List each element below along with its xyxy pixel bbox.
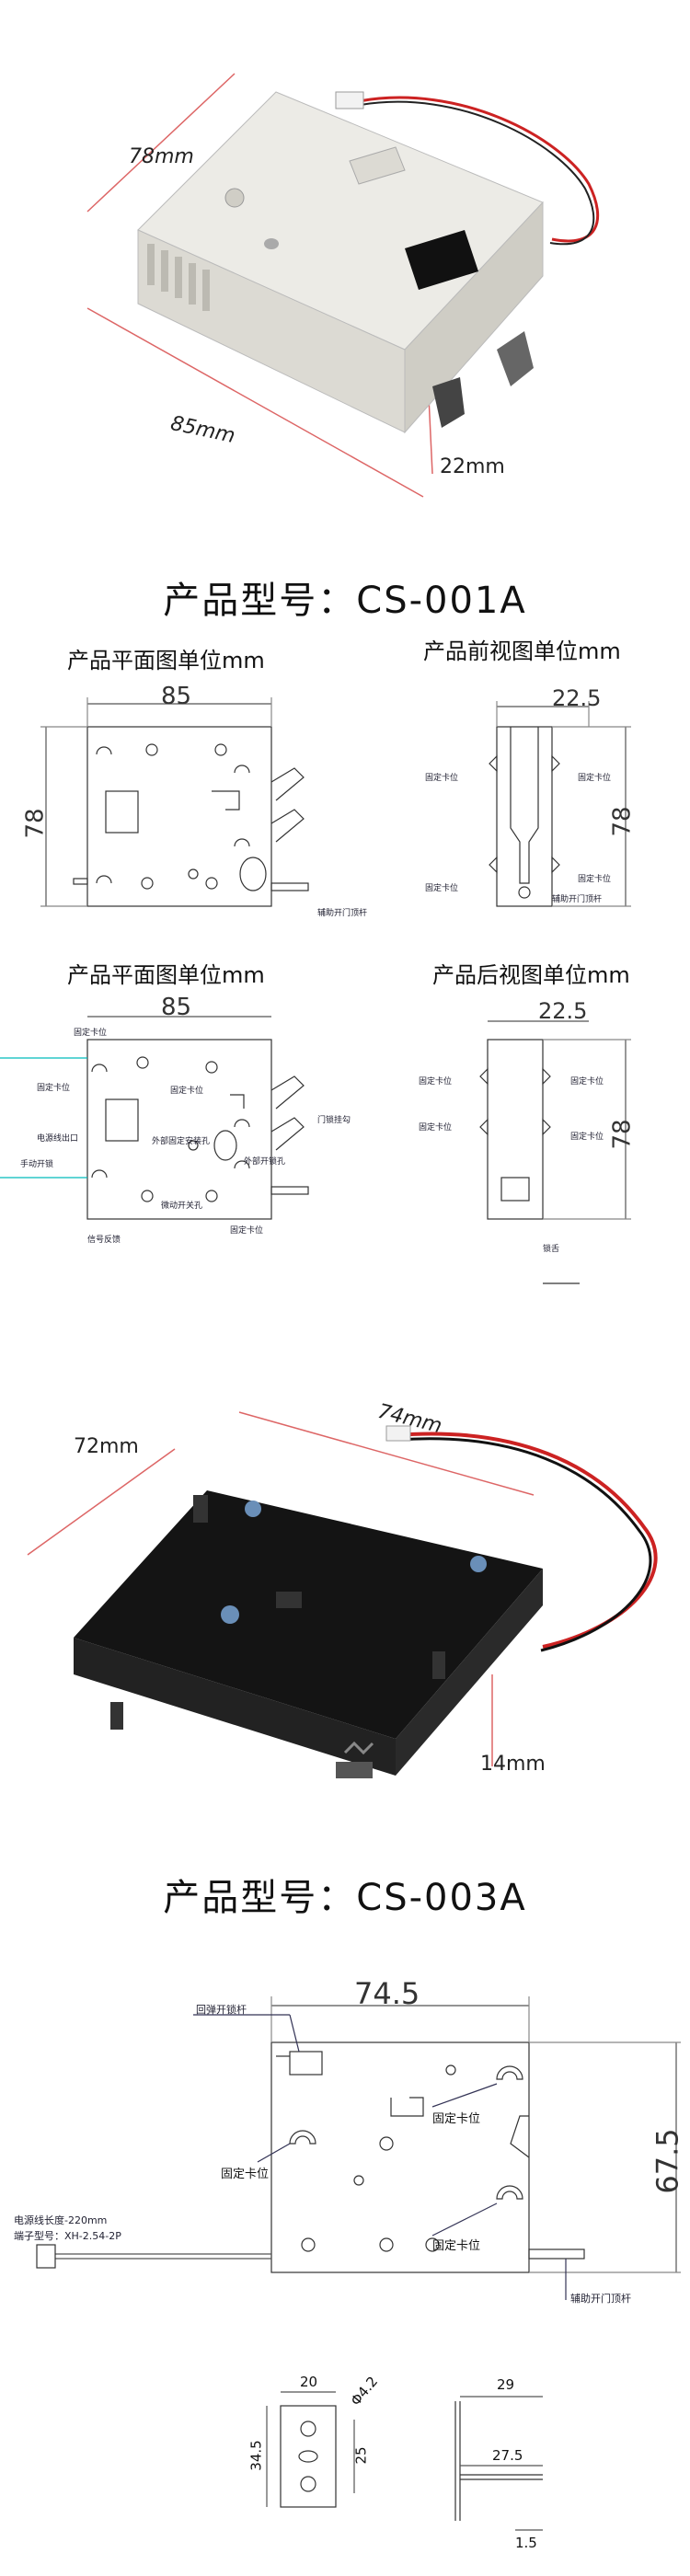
plan-view-title: 产品平面图单位mm [67,648,265,673]
bracket-dim-height2: 25 [352,2446,370,2465]
model1-title: 产品型号：CS-001A [163,580,527,622]
plan2-label-wire: 电源线出口 [37,1134,79,1144]
photo1-dim-width: 78mm [129,145,194,168]
front-label-fix-1: 固定卡位 [425,774,459,783]
label-fix-3: 固定卡位 [432,2239,481,2253]
bracket-dim-width: 20 [300,2374,318,2390]
plan2-dim-width: 85 [161,994,192,1021]
rear-label-fix-3: 固定卡位 [570,1077,604,1087]
plan2-label-signal: 信号反馈 [87,1236,121,1245]
plan2-label-door: 门锁挂勾 [317,1116,351,1125]
bracket-dim-height: 34.5 [247,2440,265,2471]
product-photo-cs003a: 72mm 74mm 14mm [0,1334,690,1794]
rear-view-title: 产品后视图单位mm [432,962,630,988]
plan2-label-fix-4: 固定卡位 [230,1226,264,1236]
plan2-label-lock: 外部开锁孔 [244,1157,286,1167]
plan-dim-width: 85 [161,683,192,710]
label-aux-rod: 辅助开门顶杆 [570,2293,631,2305]
model1-drawings [40,697,631,907]
rear-dim-width: 22.5 [538,998,588,1024]
plan2-label-manual: 手动开锁 [20,1160,54,1169]
side-dim-thickness: 1.5 [515,2535,537,2551]
front-label-fix-3: 固定卡位 [425,884,459,893]
label-wire-length: 电源线长度-220mm [14,2214,108,2226]
label-terminal: 端子型号：XH-2.54-2P [14,2230,121,2242]
model2-dim-width: 74.5 [354,1976,420,2011]
plan-view2-title: 产品平面图单位mm [67,962,265,988]
black-lock-photo [27,1411,658,1778]
label-fix-1: 固定卡位 [221,2168,270,2181]
label-fix-2: 固定卡位 [432,2112,481,2126]
photo2-dim-width: 72mm [74,1435,139,1458]
rear-label-fix-2: 固定卡位 [419,1123,453,1133]
plan-label-aux: 辅助开门顶杆 [317,909,368,918]
side-dim-width2: 27.5 [492,2447,523,2464]
plan2-label-micro: 微动开关孔 [161,1202,203,1211]
white-lock-photo [86,73,600,498]
plan2-label-fix-1: 固定卡位 [74,1029,108,1038]
front-view-title: 产品前视图单位mm [423,638,621,664]
plan2-label-outer: 外部固定安装孔 [152,1137,211,1146]
model2-title: 产品型号：CS-003A [163,1877,527,1919]
product-photo-cs001a: 78mm 85mm 22mm [0,0,690,515]
rear-label-hook: 锁舌 [543,1245,560,1254]
front-label-fix-2: 固定卡位 [578,774,612,783]
model2-dim-height: 67.5 [650,2128,685,2194]
plan2-label-fix-2: 固定卡位 [37,1084,71,1093]
rear-label-fix-1: 固定卡位 [419,1077,453,1087]
front-label-fix-4: 固定卡位 [578,875,612,884]
front-label-aux: 辅助开门顶杆 [552,895,603,904]
label-bounce-rod: 回弹开锁杆 [196,2004,247,2016]
rear-label-fix-4: 固定卡位 [570,1133,604,1142]
side-dim-width: 29 [497,2376,515,2393]
photo1-dim-height: 22mm [440,455,505,478]
model1-drawings-2 [0,1016,631,1284]
front-dim-width: 22.5 [552,685,602,711]
plan2-label-fix-3: 固定卡位 [170,1087,204,1096]
photo2-dim-height: 14mm [480,1753,546,1776]
